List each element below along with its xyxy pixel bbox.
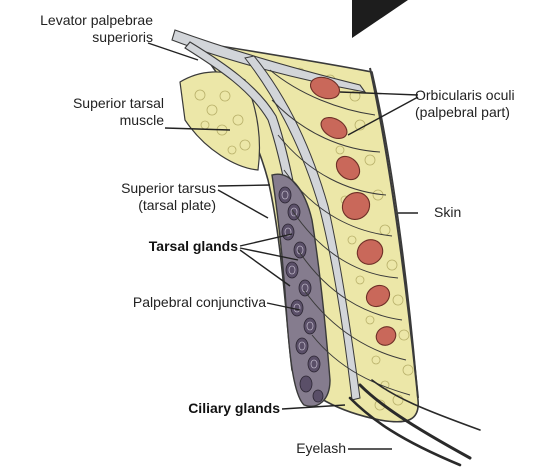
label-st-line1: Superior tarsus [80,180,216,197]
label-oo-line2: (palpebral part) [415,104,555,121]
label-tarsal-glands: Tarsal glands [100,238,238,255]
label-stm-line2: muscle [40,112,164,129]
label-levator-line1: Levator palpebrae [15,12,153,29]
label-orbicularis: Orbicularis oculi (palpebral part) [415,87,555,121]
label-levator-line2: superioris [15,29,153,46]
corner-shape [352,0,408,38]
label-superior-tarsal-muscle: Superior tarsal muscle [40,95,164,129]
label-ciliary-glands: Ciliary glands [140,400,280,417]
label-oo-line1: Orbicularis oculi [415,87,555,104]
label-levator: Levator palpebrae superioris [15,12,153,46]
label-palpebral-conjunctiva: Palpebral conjunctiva [80,294,266,311]
label-st-line2: (tarsal plate) [80,197,216,214]
label-eyelash: Eyelash [270,440,346,457]
label-skin: Skin [434,204,494,221]
label-superior-tarsus: Superior tarsus (tarsal plate) [80,180,216,214]
label-stm-line1: Superior tarsal [40,95,164,112]
